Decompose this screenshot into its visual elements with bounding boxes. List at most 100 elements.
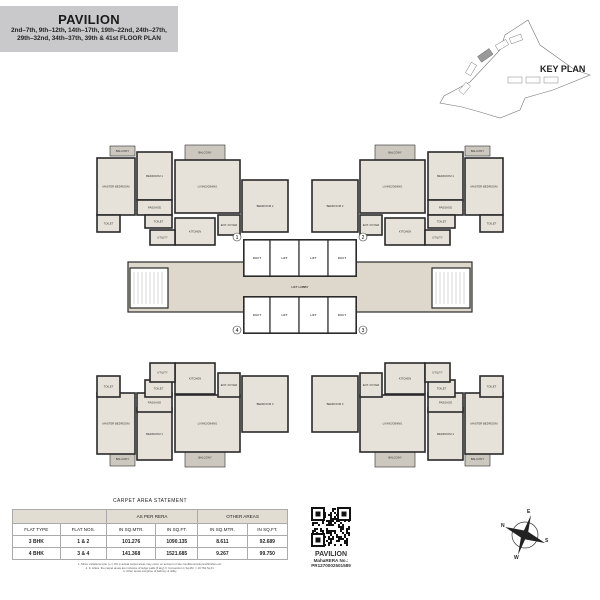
qr-module [330, 518, 332, 520]
qr-module [342, 528, 344, 530]
table-column-header-row: FLAT TYPE FLAT NOS. IN SQ.MTR. IN SQ.FT.… [12, 523, 289, 536]
room [359, 159, 426, 214]
qr-module [336, 536, 338, 538]
room [96, 214, 121, 233]
qr-module [330, 522, 332, 524]
room-label: TOILET [437, 387, 447, 391]
compass-w: W [514, 555, 519, 561]
qr-module [328, 532, 330, 534]
qr-module [334, 544, 336, 546]
lift-label: LIFT [281, 313, 287, 317]
room-label: BALCONY [116, 457, 130, 461]
table-cell: 3 & 4 [59, 547, 107, 560]
qr-module [328, 520, 330, 522]
room [479, 214, 504, 233]
room-label: PASSAGE [148, 401, 161, 405]
lift-label: LIFT [310, 256, 316, 260]
room [241, 375, 289, 433]
duct-label: DUCT [338, 256, 346, 260]
room-label: BEDROOM 1 [146, 432, 163, 436]
room-label: TOILET [487, 222, 497, 226]
rera-project-name: PAVILION [314, 551, 348, 558]
carpet-area-table: AS PER RERA OTHER AREAS FLAT TYPE FLAT N… [12, 509, 289, 560]
qr-module [346, 528, 348, 530]
room [479, 375, 504, 398]
qr-module [322, 522, 324, 524]
room-label: KITCHEN [189, 230, 201, 234]
room-label: BEDROOM 1 [437, 174, 454, 178]
qr-module [312, 530, 314, 532]
table-row: 3 BHK 1 & 2 101.276 1090.135 8.611 92.68… [12, 535, 289, 548]
room-label: ENT. FOYER [363, 223, 379, 227]
qr-module [334, 512, 336, 514]
room [424, 362, 451, 383]
lift-shaft [298, 239, 329, 277]
room-label: BALCONY [116, 149, 130, 153]
room-label: BEDROOM 1 [437, 432, 454, 436]
room [464, 145, 491, 157]
qr-module [334, 530, 336, 532]
room-label: BALCONY [198, 456, 212, 460]
qr-module [328, 538, 330, 540]
qr-finder-center [315, 511, 321, 517]
room-label: PASSAGE [439, 206, 452, 210]
room [424, 229, 451, 246]
qr-module [332, 518, 334, 520]
qr-module [326, 528, 328, 530]
qr-module [330, 530, 332, 532]
key-plan-building [509, 33, 523, 45]
room [217, 372, 241, 398]
room-label: BEDROOM 2 [257, 204, 274, 208]
qr-module [346, 538, 348, 540]
footnote: 1. Minor variations upto (+/-) 3% in act… [78, 562, 222, 566]
key-plan-building [495, 39, 509, 51]
room-label: BEDROOM 2 [327, 204, 344, 208]
staircase [431, 267, 471, 309]
plan-header: PAVILION 2nd–7th, 9th–12th, 14th–17th, 1… [0, 6, 178, 52]
room-label: TOILET [437, 220, 447, 224]
flat-number: 1 [236, 235, 239, 241]
qr-module [328, 524, 330, 526]
qr-module [326, 532, 328, 534]
room [96, 375, 121, 398]
qr-module [332, 536, 334, 538]
duct-shaft [327, 239, 357, 277]
flat-number: 2 [362, 235, 365, 241]
qr-module [332, 520, 334, 522]
qr-module [340, 530, 342, 532]
room-label: TOILET [104, 385, 114, 389]
qr-module [334, 508, 336, 510]
qr-module [314, 528, 316, 530]
flat-number-marker [232, 325, 242, 335]
staircase [129, 267, 169, 309]
room-label: LIVING/DINING [198, 185, 218, 189]
key-plan-building [458, 81, 471, 95]
room-label: BEDROOM 1 [146, 174, 163, 178]
room-label: BALCONY [471, 457, 485, 461]
room-label: TOILET [154, 220, 164, 224]
qr-module [344, 536, 346, 538]
room [174, 217, 216, 246]
qr-module [338, 540, 340, 542]
qr-module [338, 538, 340, 540]
key-plan-building [543, 76, 559, 84]
room-label: BEDROOM 3 [257, 402, 274, 406]
qr-module [312, 524, 314, 526]
lift-shaft [269, 296, 300, 334]
qr-module [326, 530, 328, 532]
qr-module [340, 526, 342, 528]
group-header-other: OTHER AREAS [197, 509, 288, 524]
room-label: ENT. FOYER [221, 383, 237, 387]
qr-module [348, 526, 350, 528]
room-label: MASTER BEDROOM [103, 185, 131, 189]
key-plan-building [525, 76, 541, 84]
qr-module [344, 542, 346, 544]
key-plan-building [507, 76, 523, 84]
rera-number: PR1270002501589 [311, 563, 351, 568]
qr-module [330, 516, 332, 518]
footnotes: 1. Minor variations upto (+/-) 3% in act… [30, 562, 270, 574]
